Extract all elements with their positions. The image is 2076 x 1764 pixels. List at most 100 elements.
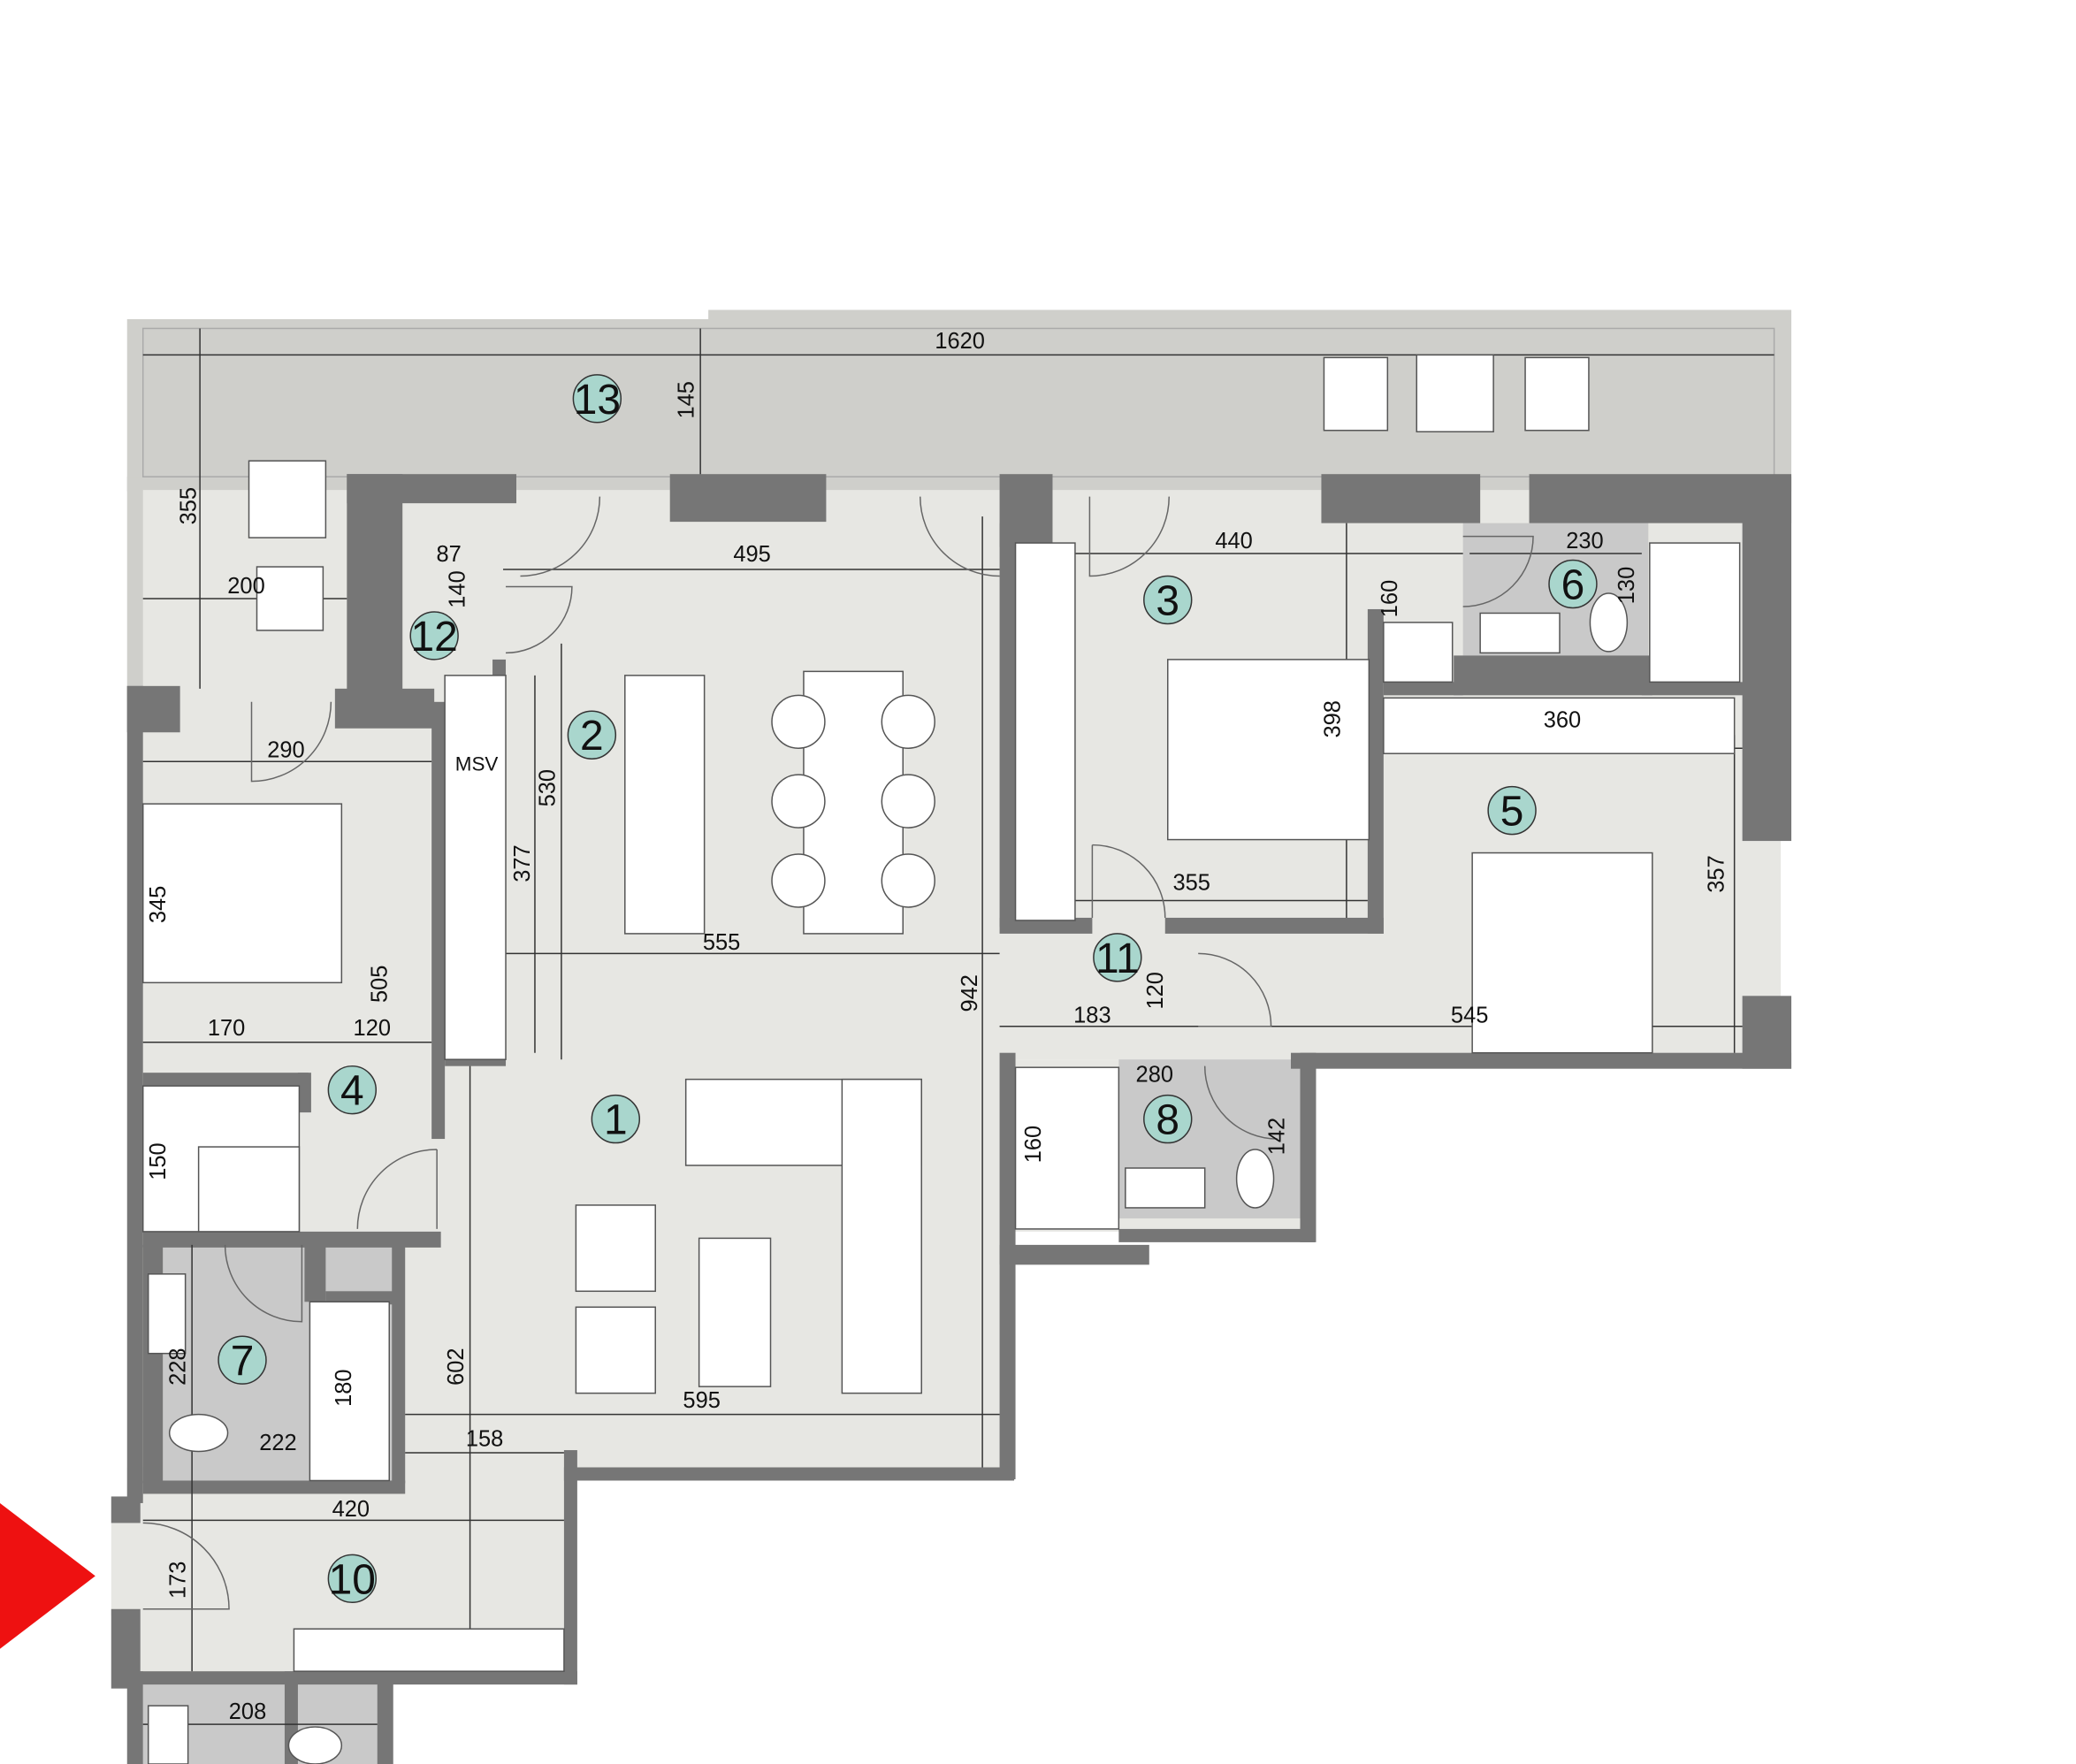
room-number: 13 [574,377,621,424]
room-marker-circle [567,710,617,760]
wall-segment [142,1480,406,1494]
dimension-label: 140 [446,570,470,607]
dimension-label: 545 [1451,1003,1488,1027]
room-marker: 11 [1093,933,1142,982]
room-marker: 2 [567,710,617,760]
dimension-label: 398 [1320,700,1345,737]
wall-segment [1454,655,1652,696]
furniture-item [1125,1167,1206,1209]
furniture-item [309,1301,390,1482]
chair [771,694,826,749]
entrance-arrow-icon [0,1502,95,1649]
doors [142,496,1534,1610]
wall-segment [1118,1228,1315,1242]
chair [881,853,935,908]
dimension-label: 555 [703,930,740,955]
furniture-item [1416,354,1494,433]
room-number: 7 [231,1338,255,1385]
terrace-area [126,309,1792,702]
furniture-item [256,566,324,631]
room-marker: 5 [1487,785,1537,836]
dimension-label: 357 [1705,855,1729,892]
room-number: 8 [1156,1097,1179,1144]
chair [881,694,935,749]
wall-segment [1300,1052,1317,1242]
wall-segment [126,1671,577,1685]
room-number: 1 [604,1097,628,1144]
dimension-label: 222 [259,1431,296,1455]
wall-segment [999,917,1093,934]
dimension-label: 355 [177,487,202,524]
dimension-label: 228 [166,1348,191,1385]
wall-segment [142,1231,441,1248]
dimension-label: 200 [227,574,264,599]
wall-segment [334,688,435,729]
room-marker: 12 [409,611,459,661]
chair [771,774,826,829]
room-number: 11 [1095,935,1140,982]
room-number: 3 [1156,577,1179,624]
dimension-label: 142 [1265,1118,1290,1155]
room-number: 12 [411,614,458,661]
dimension-label: 130 [1614,567,1639,604]
room-number: 5 [1500,789,1524,836]
wall-segment [377,1671,393,1764]
dimension-label: 602 [444,1348,469,1385]
dimension-label: 120 [1143,972,1168,1009]
wall-segment [1383,682,1463,696]
wall-segment [1321,474,1481,523]
furniture-item [841,1078,922,1394]
closet-recess [197,1146,301,1233]
wall-segment [563,1467,1015,1481]
wall-segment [126,1671,143,1764]
room-number: 2 [580,713,604,760]
room-marker: 7 [218,1335,267,1385]
furniture [141,354,1741,1764]
room-marker-circle [218,1335,267,1385]
room-marker-circle [327,1065,378,1115]
dimension-label: 290 [267,738,304,763]
room-marker-circle [1143,575,1193,625]
wall-segment [1367,608,1384,934]
room-marker: 3 [1143,575,1193,625]
furniture-item [141,803,343,984]
toilet-icon [1589,592,1629,653]
wall-segment [126,685,143,1503]
dimension-label: 158 [466,1427,503,1452]
dimension-label: 280 [1136,1063,1173,1088]
furniture-item [1014,1066,1120,1230]
wall-segment [1291,1052,1792,1069]
dimension-label: 530 [535,769,560,806]
room-marker-circle [572,374,622,424]
wall-segment [297,1073,311,1113]
wall-segment [999,1052,1016,1479]
furniture-item [1323,356,1389,431]
dimension-label: 160 [1021,1126,1046,1163]
toilet-icon [287,1726,343,1764]
wall-segment [999,1244,1149,1265]
chair [881,774,935,829]
wall-segment [563,1450,577,1685]
kitchen-label: MSV [455,753,499,775]
room-marker: 4 [327,1065,378,1115]
toilet-icon [168,1413,229,1453]
furniture-item [1524,356,1590,431]
chair [771,853,826,908]
furniture-item [293,1628,565,1672]
room-marker: 8 [1143,1094,1193,1144]
wall-segment [1742,477,1792,842]
room-number: 4 [340,1068,364,1115]
wall-segment [999,523,1016,928]
dimension-label: 180 [332,1369,356,1406]
wall-segment [304,1238,326,1302]
furniture-item [1471,851,1653,1054]
dimension-label: 183 [1073,1003,1111,1027]
dimension-label: 440 [1215,529,1252,554]
dimension-label: 87 [436,542,461,567]
dimension-label: 420 [332,1497,370,1522]
dimension-label: 360 [1544,707,1581,732]
room-marker: 13 [572,374,622,424]
room-marker-circle [1548,559,1598,609]
wall-segment [1529,474,1792,523]
